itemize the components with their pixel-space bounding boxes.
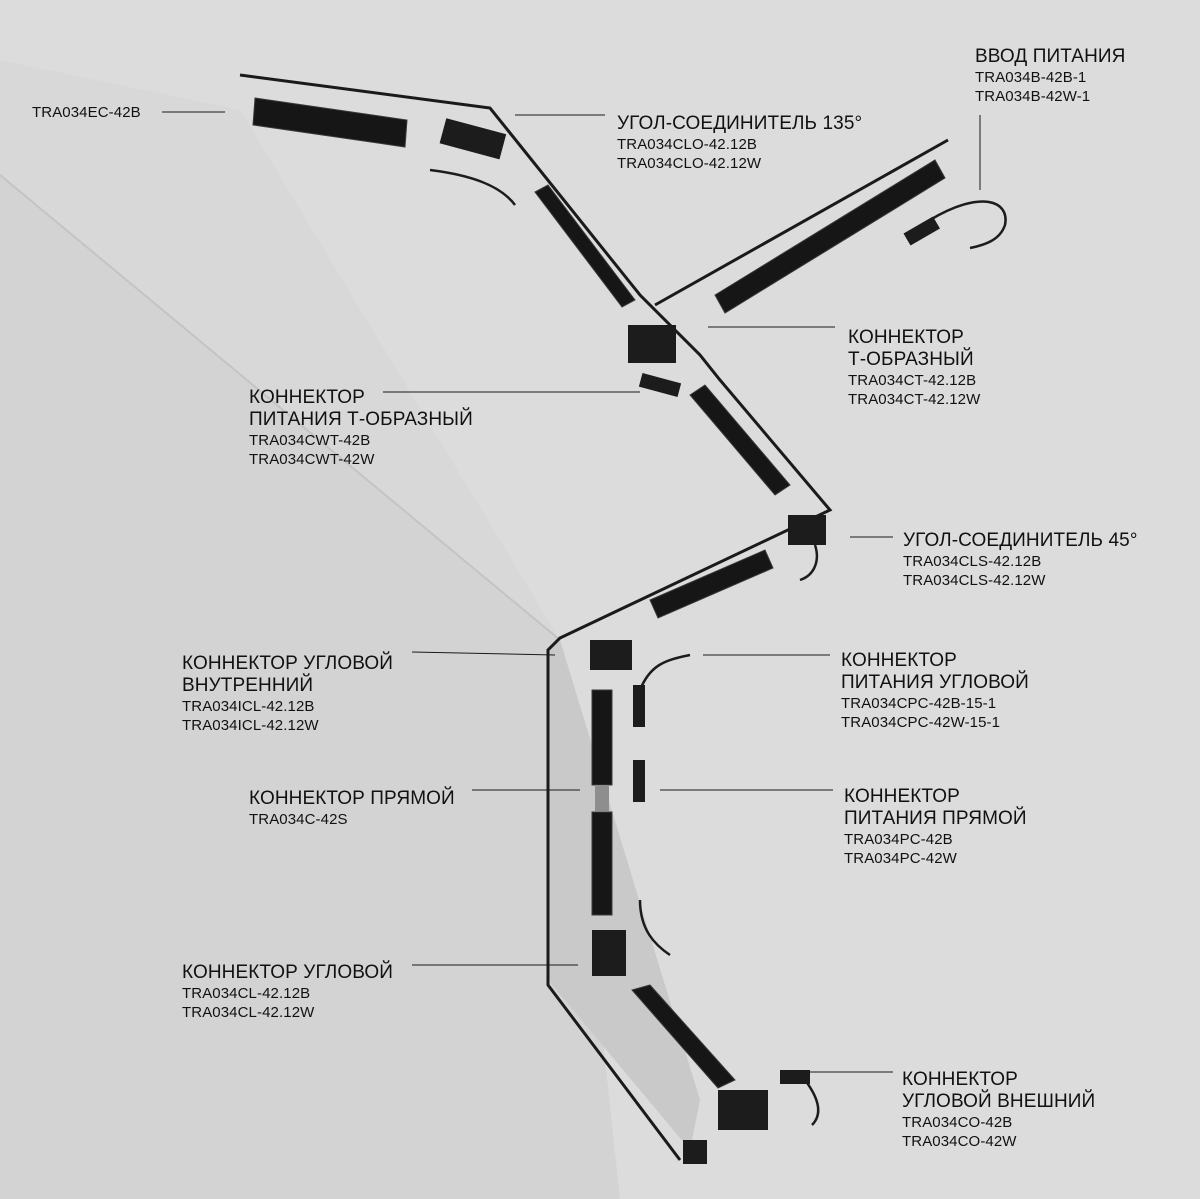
straight-power-code-black: TRA034PC-42B bbox=[844, 831, 953, 848]
angle-135-code-white: TRA034CLO-42.12W bbox=[617, 155, 762, 172]
angle-45-title: УГОЛ-СОЕДИНИТЕЛЬ 45° bbox=[903, 530, 1138, 551]
label-corner: КОННЕКТОР УГЛОВОЙ TRA034CL-42.12B TRA034… bbox=[182, 962, 393, 1022]
straight-power-title-1: КОННЕКТОР bbox=[844, 786, 960, 807]
track-segment-vertical-2 bbox=[591, 811, 613, 916]
ceiling-shadow bbox=[0, 60, 560, 640]
straight-power-block bbox=[633, 760, 645, 802]
track-outline-branch bbox=[654, 138, 949, 307]
t-connector-block bbox=[628, 325, 676, 363]
corner-power-title-2: ПИТАНИЯ УГЛОВОЙ bbox=[841, 672, 1029, 693]
label-end-cap: TRA034EC-42B bbox=[32, 103, 141, 122]
power-input-block bbox=[903, 216, 940, 246]
t-power-title-1: КОННЕКТОР bbox=[249, 387, 365, 408]
corner-power-code-white: TRA034CPC-42W-15-1 bbox=[841, 714, 1001, 731]
cable-corner-power bbox=[638, 653, 691, 691]
cable-straight-power bbox=[638, 899, 671, 957]
t-connector-code-black: TRA034CT-42.12B bbox=[848, 372, 977, 389]
corner-power-title-1: КОННЕКТОР bbox=[841, 650, 957, 671]
straight-code: TRA034C-42S bbox=[249, 811, 348, 828]
track-segment-bottom bbox=[631, 984, 736, 1089]
outer-corner-power bbox=[780, 1070, 810, 1084]
track-segment-diagonal bbox=[534, 184, 636, 308]
label-angle-45: УГОЛ-СОЕДИНИТЕЛЬ 45° TRA034CLS-42.12B TR… bbox=[903, 530, 1138, 590]
cable-top bbox=[429, 168, 516, 206]
cable-45 bbox=[799, 544, 819, 582]
angle-45-block bbox=[788, 515, 826, 545]
inner-corner-code-black: TRA034ICL-42.12B bbox=[182, 698, 315, 715]
connectors bbox=[439, 118, 940, 1164]
inner-corner-title-2: ВНУТРЕННИЙ bbox=[182, 675, 314, 696]
straight-power-title-2: ПИТАНИЯ ПРЯМОЙ bbox=[844, 808, 1027, 829]
inner-corner-code-white: TRA034ICL-42.12W bbox=[182, 717, 319, 734]
label-inner-corner: КОННЕКТОР УГЛОВОЙ ВНУТРЕННИЙ TRA034ICL-4… bbox=[182, 653, 393, 735]
t-power-code-black: TRA034CWT-42B bbox=[249, 432, 371, 449]
wall-plane bbox=[0, 175, 620, 1199]
track-segment-mid bbox=[689, 384, 791, 496]
leader-inner-corner bbox=[411, 651, 556, 656]
end-cap-code: TRA034EC-42B bbox=[32, 104, 141, 121]
angle-45-code-white: TRA034CLS-42.12W bbox=[903, 572, 1046, 589]
corner-code-white: TRA034CL-42.12W bbox=[182, 1004, 315, 1021]
outer-corner-code-black: TRA034CO-42B bbox=[902, 1114, 1013, 1131]
track-segment-vertical-1 bbox=[591, 689, 613, 786]
track-segment-branch bbox=[714, 159, 946, 314]
cable-power-input bbox=[929, 200, 1007, 250]
inner-corner-block bbox=[590, 640, 632, 670]
label-power-input: ВВОД ПИТАНИЯ TRA034B-42B-1 TRA034B-42W-1 bbox=[975, 46, 1125, 106]
end-block-bottom bbox=[683, 1140, 707, 1164]
t-power-title-2: ПИТАНИЯ Т-ОБРАЗНЫЙ bbox=[249, 409, 473, 430]
label-corner-power: КОННЕКТОР ПИТАНИЯ УГЛОВОЙ TRA034CPC-42B-… bbox=[841, 650, 1029, 732]
label-straight-power: КОННЕКТОР ПИТАНИЯ ПРЯМОЙ TRA034PC-42B TR… bbox=[844, 786, 1027, 868]
corner-code-black: TRA034CL-42.12B bbox=[182, 985, 311, 1002]
power-input-code-white: TRA034B-42W-1 bbox=[975, 88, 1091, 105]
t-connector-title-1: КОННЕКТОР bbox=[848, 327, 964, 348]
outer-corner-title-2: УГЛОВОЙ ВНЕШНИЙ bbox=[902, 1091, 1096, 1112]
track-segment-45 bbox=[649, 549, 774, 619]
cable-outer-corner bbox=[803, 1079, 820, 1126]
t-connector-code-white: TRA034CT-42.12W bbox=[848, 391, 981, 408]
t-power-block bbox=[638, 373, 682, 397]
label-straight: КОННЕКТОР ПРЯМОЙ TRA034C-42S bbox=[249, 788, 455, 829]
label-t-connector: КОННЕКТОР Т-ОБРАЗНЫЙ TRA034CT-42.12B TRA… bbox=[848, 327, 980, 409]
track-segments bbox=[252, 97, 946, 1089]
track-outline bbox=[239, 73, 833, 1161]
corner-power-code-black: TRA034CPC-42B-15-1 bbox=[841, 695, 997, 712]
power-input-code-black: TRA034B-42B-1 bbox=[975, 69, 1087, 86]
power-input-title: ВВОД ПИТАНИЯ bbox=[975, 46, 1126, 67]
leader-lines bbox=[162, 111, 981, 1073]
t-connector-title-2: Т-ОБРАЗНЫЙ bbox=[848, 349, 974, 370]
t-power-code-white: TRA034CWT-42W bbox=[249, 451, 375, 468]
label-angle-135: УГОЛ-СОЕДИНИТЕЛЬ 135° TRA034CLO-42.12B T… bbox=[617, 113, 862, 173]
wall-edge bbox=[0, 174, 561, 641]
outer-corner-code-white: TRA034CO-42W bbox=[902, 1133, 1017, 1150]
straight-connector-block bbox=[595, 785, 609, 811]
label-t-power: КОННЕКТОР ПИТАНИЯ Т-ОБРАЗНЫЙ TRA034CWT-4… bbox=[249, 387, 473, 469]
outer-corner-title-1: КОННЕКТОР bbox=[902, 1069, 1018, 1090]
angle-45-code-black: TRA034CLS-42.12B bbox=[903, 553, 1042, 570]
angle-135-code-black: TRA034CLO-42.12B bbox=[617, 136, 758, 153]
cables bbox=[429, 168, 1007, 1126]
track-segment-top bbox=[252, 97, 408, 148]
corner-block bbox=[592, 930, 626, 976]
straight-title: КОННЕКТОР ПРЯМОЙ bbox=[249, 788, 455, 809]
outer-corner-block bbox=[718, 1090, 768, 1130]
corner-title: КОННЕКТОР УГЛОВОЙ bbox=[182, 962, 394, 983]
corner-power-block bbox=[633, 685, 645, 727]
angle-135-title: УГОЛ-СОЕДИНИТЕЛЬ 135° bbox=[617, 113, 863, 134]
straight-power-code-white: TRA034PC-42W bbox=[844, 850, 957, 867]
label-outer-corner: КОННЕКТОР УГЛОВОЙ ВНЕШНИЙ TRA034CO-42B T… bbox=[902, 1069, 1095, 1151]
inner-corner-title-1: КОННЕКТОР УГЛОВОЙ bbox=[182, 653, 394, 674]
angle-135-connector bbox=[439, 118, 507, 160]
